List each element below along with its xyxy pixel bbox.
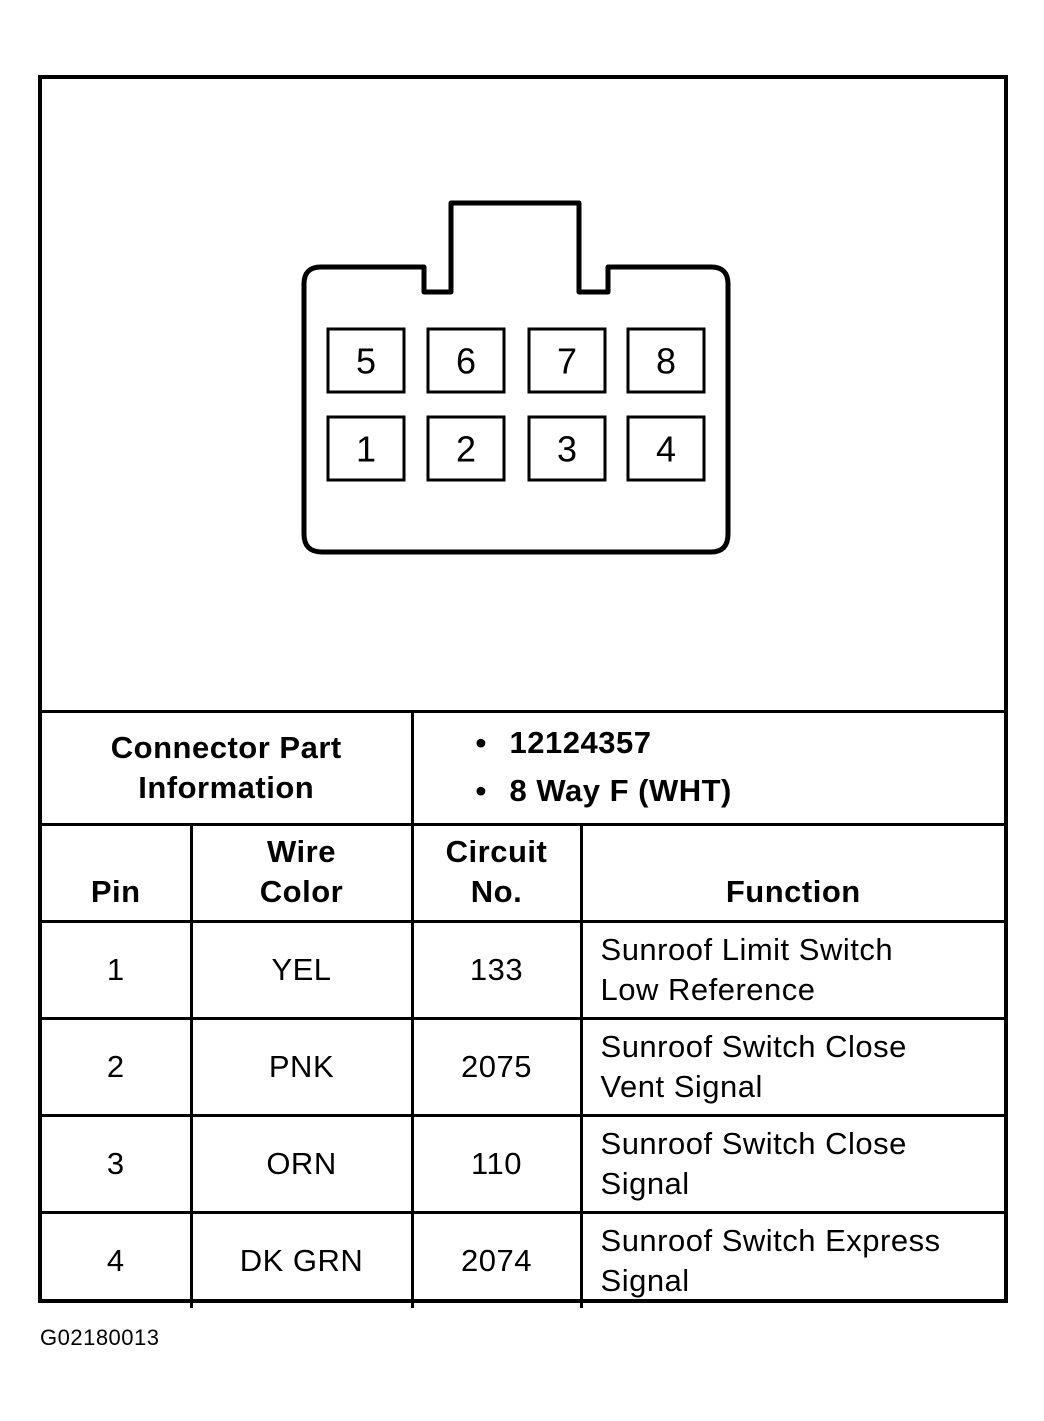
- pin-cell: 3: [42, 1114, 193, 1214]
- function-line1: Sunroof Switch Close: [600, 1029, 907, 1064]
- header-function-text: Function: [725, 874, 861, 909]
- connector-info-label: Connector Part Information: [42, 710, 414, 826]
- pin-number-1: 1: [356, 429, 376, 470]
- function-cell: Sunroof Switch Close Vent Signal: [579, 1017, 1005, 1117]
- function-cell: Sunroof Switch Express Signal: [579, 1211, 1005, 1308]
- circuit-cell: 2074: [410, 1211, 583, 1308]
- table-row: 3 ORN 110 Sunroof Switch Close Signal: [42, 1114, 1005, 1214]
- header-circuit-line1: Circuit: [445, 834, 548, 869]
- pin-cell: 2: [42, 1017, 193, 1117]
- table-header-row: Pin Wire Color Circuit No. Function: [42, 823, 1005, 923]
- header-function: Function: [579, 823, 1005, 923]
- header-circuit-line2: No.: [470, 874, 523, 909]
- function-line2: Vent Signal: [600, 1069, 763, 1104]
- pin-number-3: 3: [557, 429, 577, 470]
- connector-description-text: 8 Way F (WHT): [509, 773, 732, 808]
- connector-info-values: • 12124357 • 8 Way F (WHT): [410, 710, 1005, 826]
- pin-cavity-4: [626, 415, 706, 482]
- pin-cavity-1: [326, 415, 406, 482]
- function-line1: Sunroof Switch Close: [600, 1126, 907, 1161]
- header-pin-text: Pin: [90, 874, 141, 909]
- pin-number-6: 6: [456, 341, 476, 382]
- function-line2: Signal: [600, 1263, 690, 1298]
- pin-cavity-7: [527, 327, 607, 394]
- connector-info-row: Connector Part Information • 12124357 • 8 …: [42, 710, 1005, 826]
- wire-color-cell: PNK: [189, 1017, 414, 1117]
- pin-cell: 1: [42, 920, 193, 1020]
- pin-cavity-3: [527, 415, 607, 482]
- pin-number-5: 5: [356, 341, 376, 382]
- pin-cell: 4: [42, 1211, 193, 1308]
- pin-cavity-6: [426, 327, 506, 394]
- connector-part-number: • 12124357: [476, 719, 1005, 767]
- connector-info-label-line2: Information: [138, 770, 315, 805]
- header-circuit: Circuit No.: [410, 823, 583, 923]
- circuit-cell: 110: [410, 1114, 583, 1214]
- function-cell: Sunroof Limit Switch Low Reference: [579, 920, 1005, 1020]
- function-line1: Sunroof Limit Switch: [600, 932, 894, 967]
- connector-description: • 8 Way F (WHT): [476, 767, 1005, 815]
- pin-number-4: 4: [656, 429, 676, 470]
- function-line2: Signal: [600, 1166, 690, 1201]
- header-wire-line1: Wire: [267, 834, 336, 869]
- connector-face-diagram: 5 6 7 8 1 2 3 4: [301, 200, 731, 555]
- header-pin: Pin: [42, 823, 193, 923]
- pin-cavity-5: [326, 327, 406, 394]
- function-cell: Sunroof Switch Close Signal: [579, 1114, 1005, 1214]
- pin-number-8: 8: [656, 341, 676, 382]
- circuit-cell: 133: [410, 920, 583, 1020]
- pin-cavity-8: [626, 327, 706, 394]
- function-line1: Sunroof Switch Express: [600, 1223, 941, 1258]
- table-row: 2 PNK 2075 Sunroof Switch Close Vent Sig…: [42, 1017, 1005, 1117]
- figure-id: G02180013: [40, 1325, 160, 1350]
- wire-color-cell: DK GRN: [189, 1211, 414, 1308]
- connector-housing-outline: [301, 200, 731, 555]
- wire-color-cell: YEL: [189, 920, 414, 1020]
- table-row: 1 YEL 133 Sunroof Limit Switch Low Refer…: [42, 920, 1005, 1020]
- circuit-cell: 2075: [410, 1017, 583, 1117]
- pinout-table: Connector Part Information • 12124357 • 8 …: [42, 710, 1005, 1308]
- pin-cavity-2: [426, 415, 506, 482]
- part-number-text: 12124357: [509, 725, 652, 760]
- header-wire-color: Wire Color: [189, 823, 414, 923]
- pin-number-2: 2: [456, 429, 476, 470]
- connector-info-label-line1: Connector Part: [110, 730, 342, 765]
- function-line2: Low Reference: [600, 972, 816, 1007]
- bullet-icon: •: [475, 773, 487, 808]
- header-wire-line2: Color: [259, 874, 344, 909]
- pin-number-7: 7: [557, 341, 577, 382]
- table-row: 4 DK GRN 2074 Sunroof Switch Express Sig…: [42, 1211, 1005, 1308]
- bullet-icon: •: [475, 725, 487, 760]
- wire-color-cell: ORN: [189, 1114, 414, 1214]
